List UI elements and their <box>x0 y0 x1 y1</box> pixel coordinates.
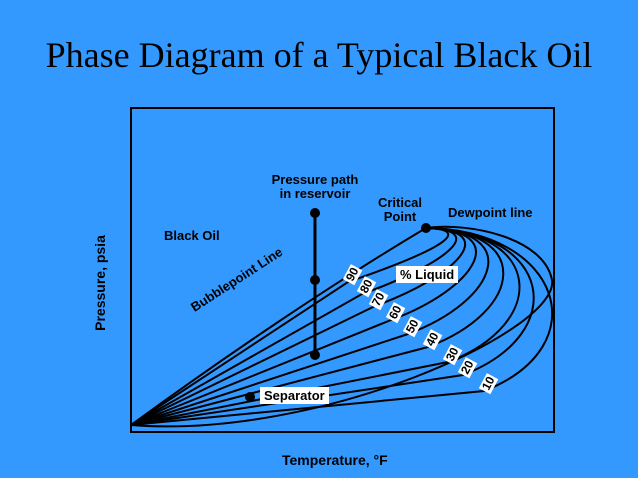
pressure-path-label-line1: Pressure path <box>271 172 359 187</box>
y-axis-label: Pressure, psia <box>92 235 108 331</box>
x-axis-label: Temperature, °F <box>282 452 388 468</box>
separator-point-marker <box>245 392 255 402</box>
iso-quality-curve <box>130 227 554 426</box>
critical-point-label-line1: Critical <box>377 195 423 210</box>
pressure-path-label-line2: in reservoir <box>279 186 351 201</box>
pressure-path-end-point <box>310 350 320 360</box>
black-oil-label: Black Oil <box>164 228 220 243</box>
bubblepoint-curve <box>130 227 427 426</box>
pressure-path-start-point <box>310 208 320 218</box>
critical-point-marker <box>421 223 431 233</box>
pressure-path-label: Pressure path in reservoir <box>262 173 368 201</box>
pressure-path-bubblepoint <box>310 275 320 285</box>
phase-envelope-curves <box>130 225 554 428</box>
plot-frame <box>130 107 555 433</box>
critical-point-label-line2: Point <box>383 209 417 224</box>
slide-title: Phase Diagram of a Typical Black Oil <box>45 35 593 75</box>
percent-liquid-label: % Liquid <box>396 266 459 283</box>
dewpoint-line-label: Dewpoint line <box>448 205 533 220</box>
critical-point-label: Critical Point <box>366 196 434 224</box>
dewpoint-curve <box>130 225 554 428</box>
separator-label: Separator <box>260 387 329 404</box>
